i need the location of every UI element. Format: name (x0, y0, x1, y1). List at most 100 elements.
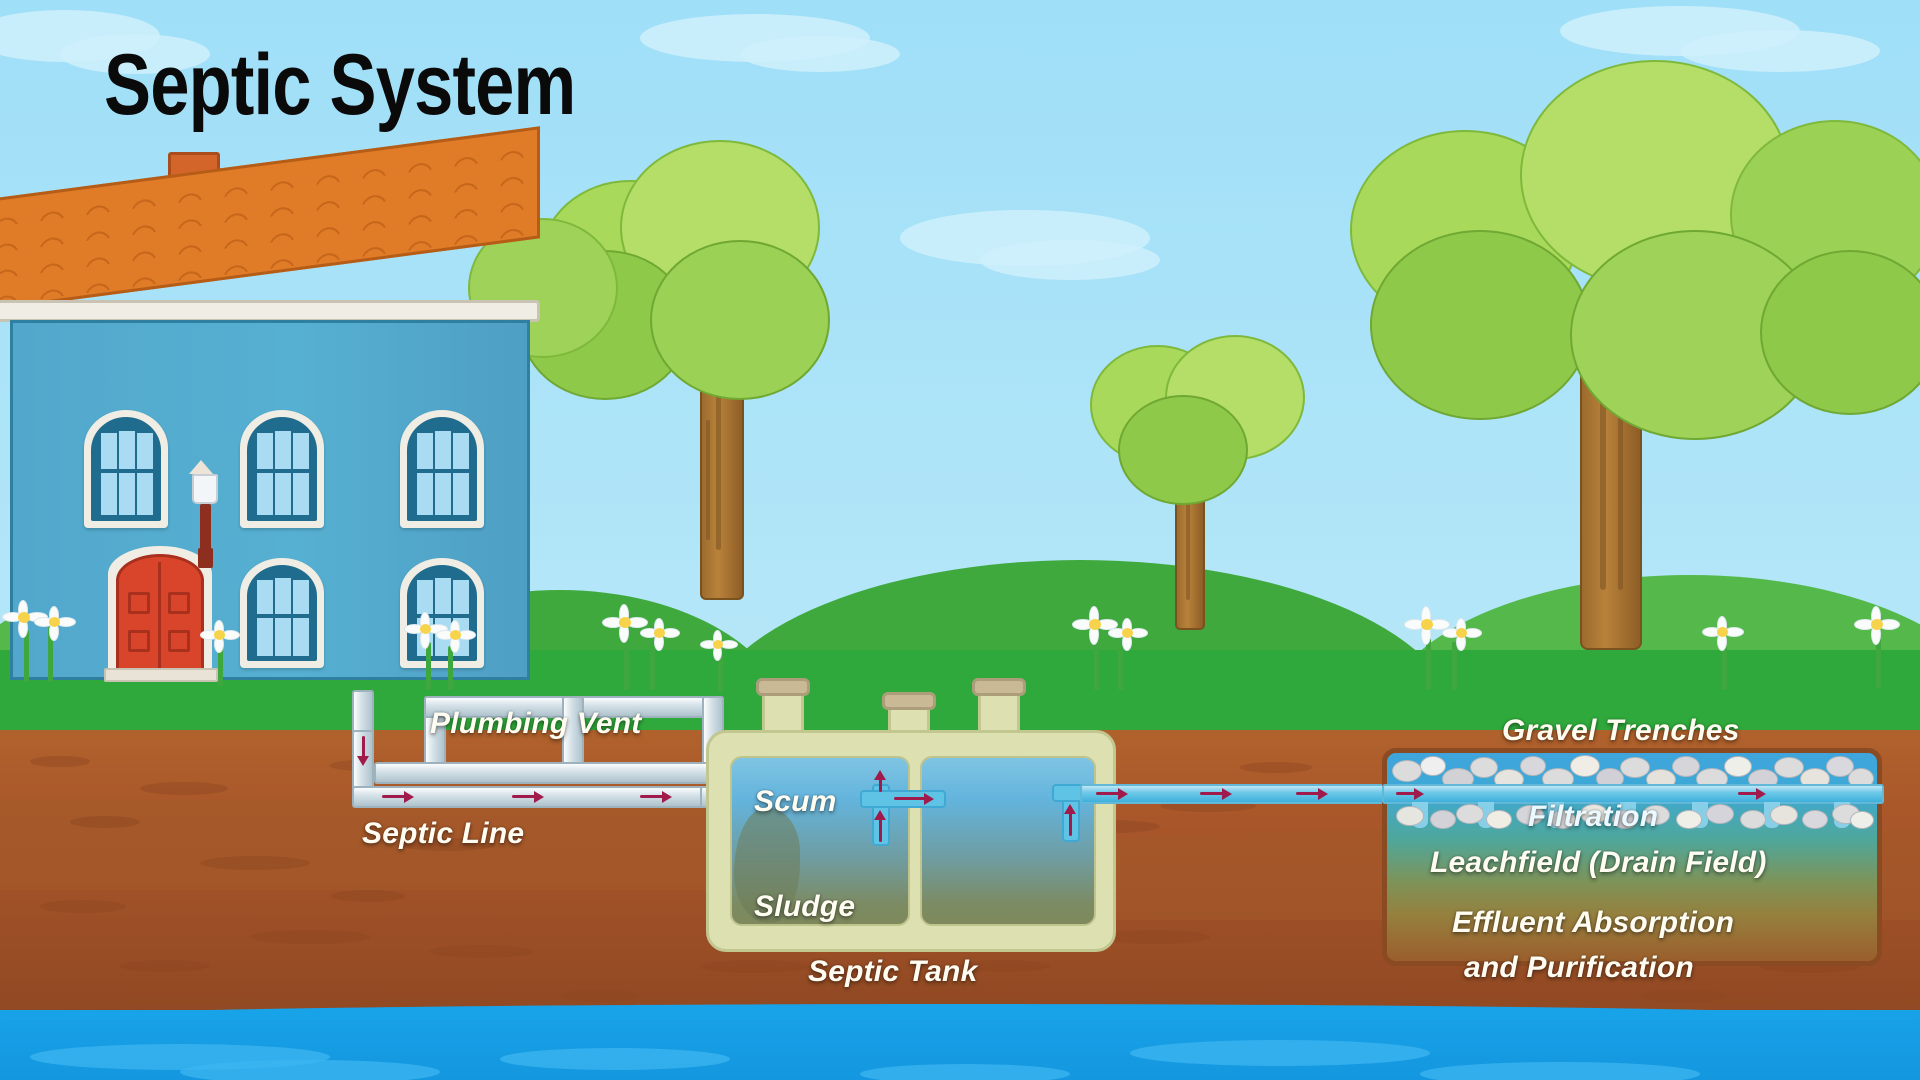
bark-line (1618, 400, 1623, 590)
daisy-center (619, 617, 631, 628)
bark-line (1600, 340, 1606, 590)
gravel-rock (1724, 756, 1752, 777)
page-title: Septic System (104, 37, 576, 133)
gravel-rock (1672, 756, 1700, 777)
window-pane (417, 580, 433, 614)
flower-stem (650, 642, 655, 690)
gravel-trench-lower (1390, 802, 1874, 832)
window-pane (293, 618, 309, 656)
daisy-flower (1702, 616, 1746, 654)
cloud (980, 240, 1160, 280)
flow-arrow (1222, 788, 1232, 800)
window-pane (257, 618, 273, 656)
flow-arrow-shaft (894, 797, 926, 800)
door-panel (168, 592, 190, 614)
window (240, 558, 324, 668)
label-septic-line: Septic Line (362, 817, 525, 850)
gravel-rock (1620, 757, 1650, 778)
gravel-rock (1392, 760, 1422, 782)
window-pane (101, 433, 117, 469)
flow-arrow-up (1064, 804, 1076, 814)
soil-speck (700, 960, 810, 973)
window-pane (435, 473, 451, 515)
door-panel (128, 630, 150, 652)
gravel-rock (1580, 804, 1608, 824)
gravel-trench-upper (1390, 754, 1874, 794)
gravel-rock (1770, 805, 1798, 825)
flow-arrow-shaft (879, 818, 882, 842)
flower-stem (1722, 644, 1727, 690)
tree-foliage (1760, 250, 1920, 415)
flow-arrow-shaft (1096, 792, 1120, 795)
effluent-pipe (1080, 784, 1410, 804)
label-effluent-absorption: Effluent Absorption (1452, 906, 1735, 939)
groundwater-top-edge (0, 1004, 1920, 1020)
soil-speck (120, 960, 210, 972)
cloud (740, 36, 900, 72)
gravel-rock (1456, 804, 1484, 824)
daisy-flower (200, 620, 242, 656)
soil-speck (250, 930, 370, 944)
window-pane (275, 618, 291, 656)
cloud (60, 34, 210, 74)
daisy-center (450, 630, 461, 640)
gravel-rock (1706, 804, 1734, 824)
daisy-flower (602, 604, 650, 646)
daisy-center (420, 624, 431, 634)
soil-speck (1100, 930, 1210, 944)
window-pane (137, 473, 153, 515)
water-wave (1420, 1062, 1700, 1080)
bark-line (1186, 460, 1190, 600)
window-pane (453, 473, 469, 515)
flow-arrow-shaft (1200, 792, 1224, 795)
flower-stem (218, 644, 223, 686)
daisy-flower (1072, 606, 1120, 648)
bark-line (716, 360, 721, 550)
daisy-center (1089, 619, 1101, 630)
daisy-flower (1404, 606, 1452, 648)
vent-pipe-horizontal (374, 762, 730, 784)
flow-arrow (534, 791, 544, 803)
label-filtration: Filtration (1528, 800, 1659, 833)
flower-stem (24, 630, 29, 682)
soil-speck (1240, 762, 1312, 773)
roof-fascia (0, 300, 540, 322)
window-pane (275, 578, 291, 614)
window-pane (293, 433, 309, 469)
water-wave (180, 1060, 440, 1080)
soil-speck (30, 756, 90, 767)
soil-speck (560, 990, 640, 1002)
daisy-center (1122, 628, 1133, 638)
label-leachfield: Leachfield (Drain Field) (1430, 846, 1767, 879)
soil-speck (960, 960, 1050, 972)
gravel-rock (1520, 756, 1546, 776)
flow-arrow (404, 791, 414, 803)
soil-speck (40, 900, 126, 913)
flower-stem (1452, 642, 1457, 690)
gravel-rock (1676, 810, 1702, 829)
gravel-rock (1550, 810, 1576, 829)
soil-speck (200, 856, 310, 870)
flower-stem (718, 654, 723, 692)
daisy-center (214, 630, 225, 640)
daisy-flower (1108, 618, 1150, 654)
window-pane (435, 578, 451, 614)
window-pane (119, 473, 135, 515)
label-sludge: Sludge (754, 890, 856, 923)
window-pane (101, 473, 117, 515)
window-pane (275, 431, 291, 469)
flow-arrow-shaft (1738, 792, 1758, 795)
soil-speck (70, 816, 140, 828)
gravel-rock (1570, 755, 1600, 777)
soil-speck (330, 890, 406, 902)
label-septic-tank: Septic Tank (808, 955, 978, 988)
tank-riser-cap (882, 692, 936, 710)
flow-arrow-shaft (640, 795, 664, 798)
tree-foliage (1570, 230, 1820, 440)
daisy-center (1456, 628, 1467, 638)
water-wave (500, 1048, 730, 1070)
daisy-center (1717, 627, 1728, 637)
flow-arrow (1118, 788, 1128, 800)
flow-arrow (662, 791, 672, 803)
flow-arrow-down (357, 756, 369, 766)
